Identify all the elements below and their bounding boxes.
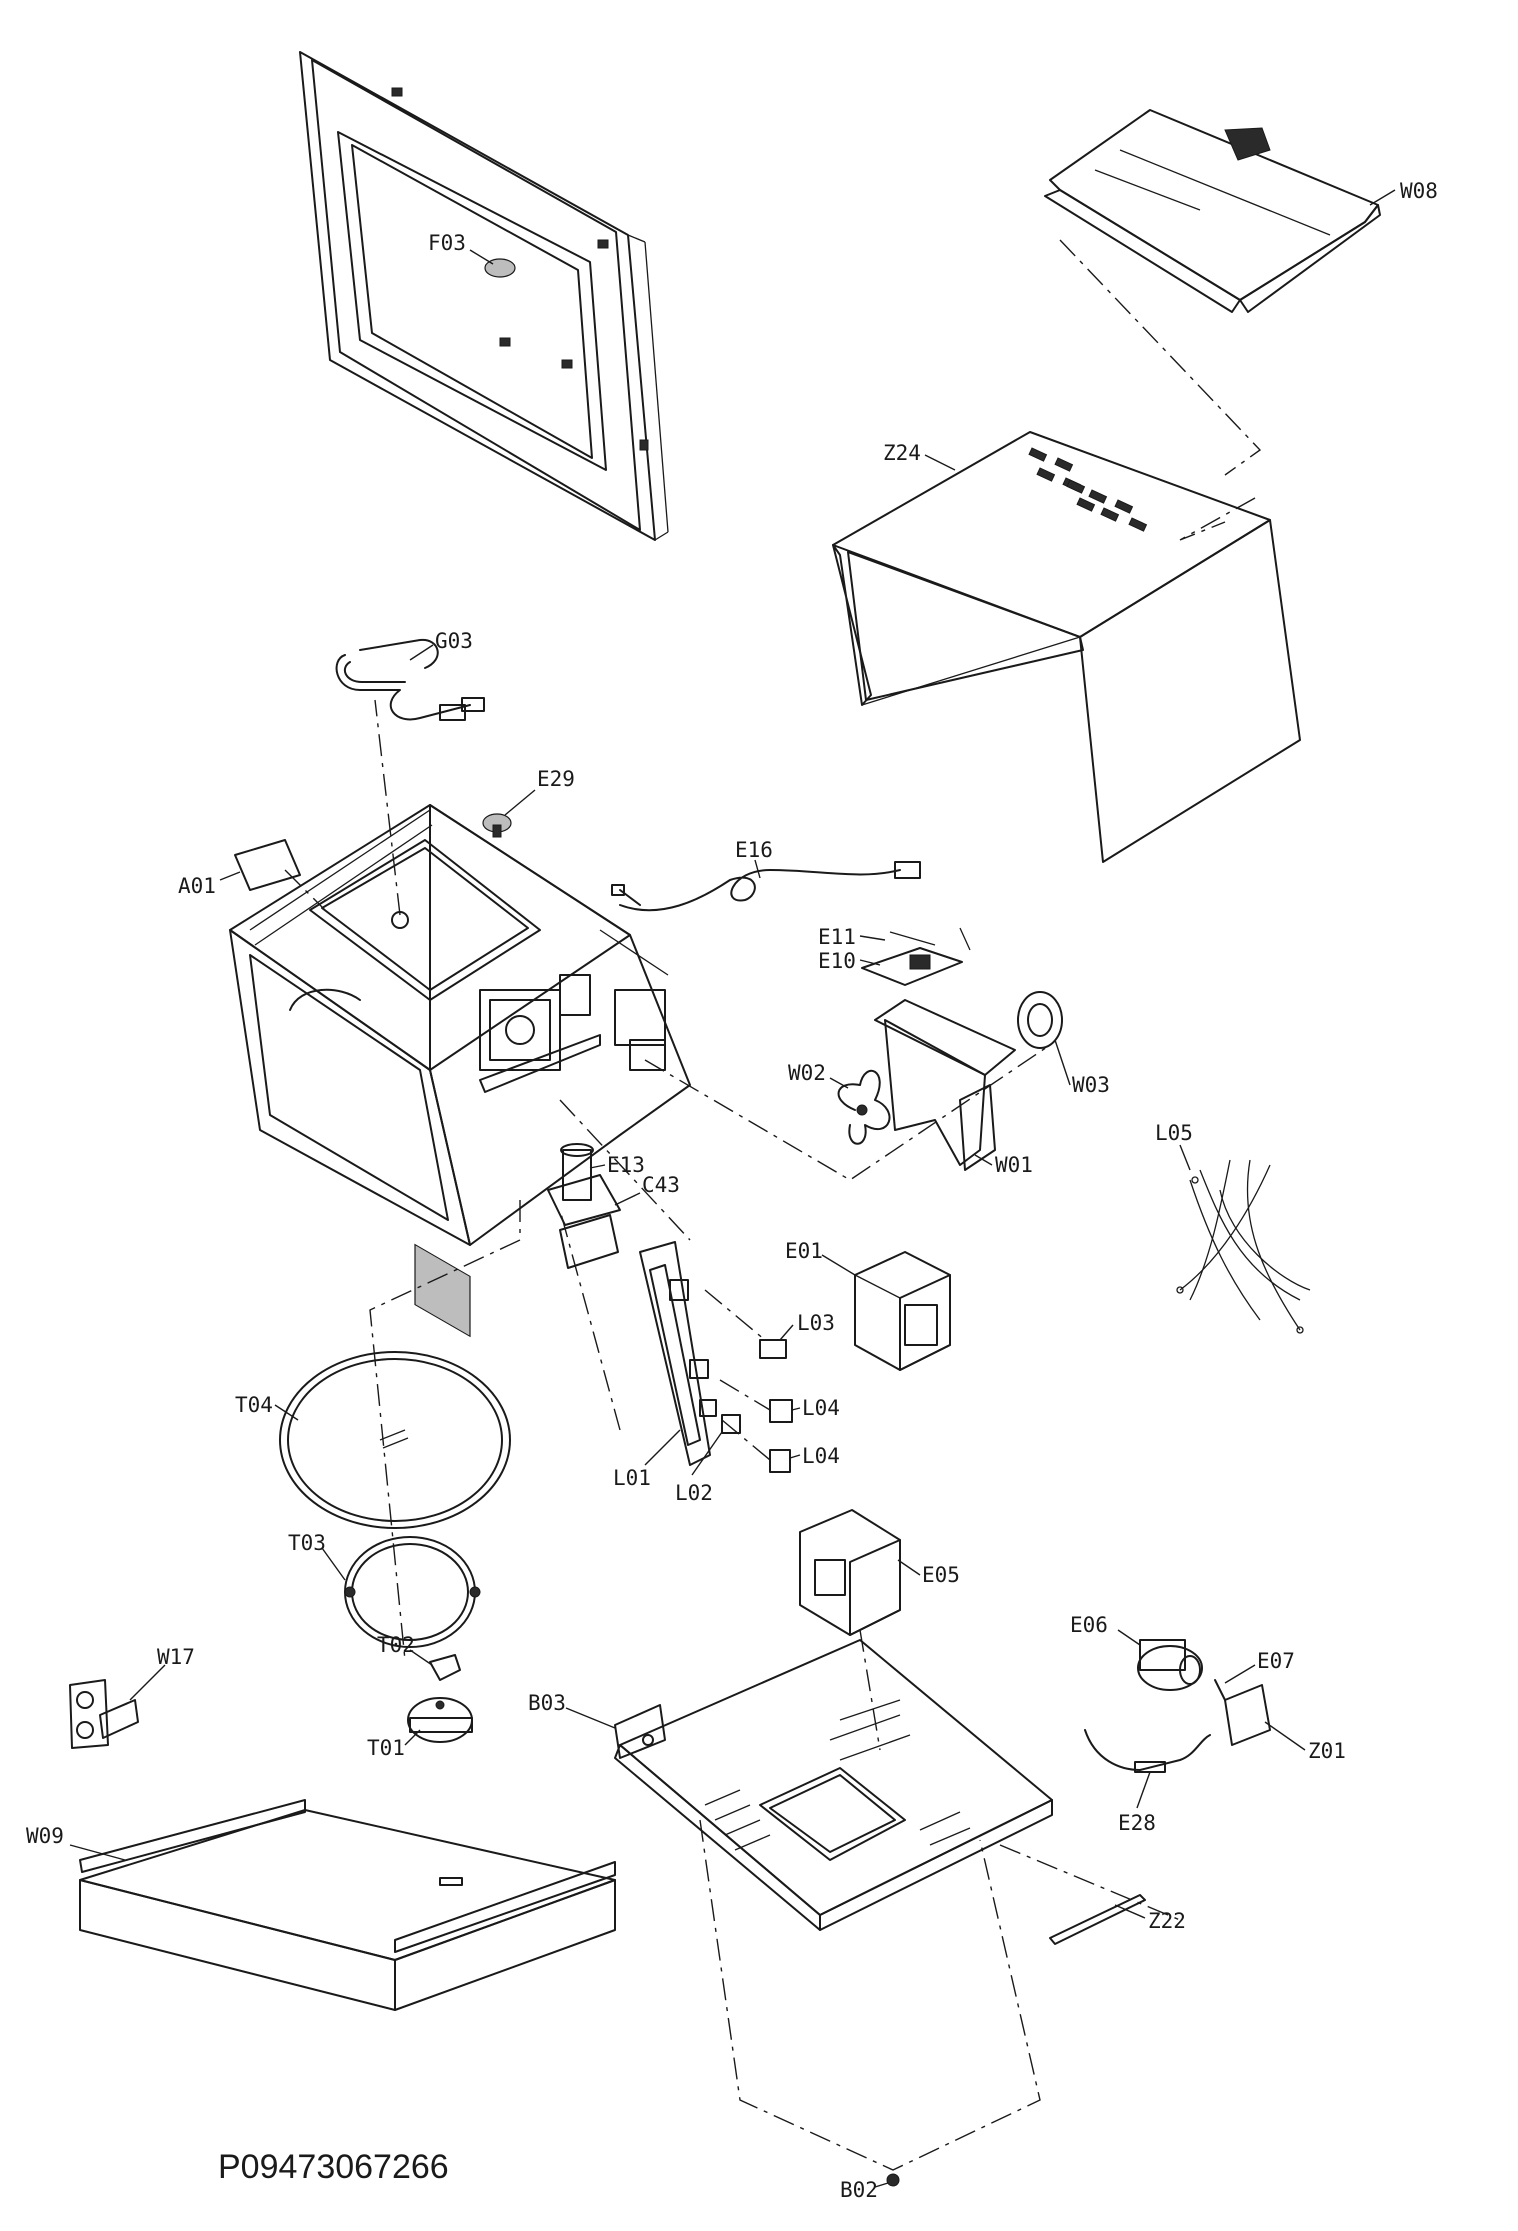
label-e01: E01	[785, 1239, 823, 1263]
seal-strip	[1049, 1894, 1146, 1945]
fuse-holder	[1084, 1729, 1211, 1773]
hv-diode	[1137, 1639, 1203, 1691]
top-cover	[1044, 109, 1381, 313]
capacitor-bracket	[1214, 1679, 1271, 1746]
control-board	[861, 927, 971, 986]
label-e11: E11	[818, 925, 856, 949]
label-w08: W08	[1400, 179, 1438, 203]
transformer	[854, 1251, 951, 1371]
label-w03: W03	[1072, 1073, 1110, 1097]
oven-cavity	[229, 804, 691, 1338]
foot	[886, 2173, 900, 2187]
label-l05: L05	[1155, 1121, 1193, 1145]
part-labels: F03 W08 Z24 G03 E29 A01 E16 E11 E10 W02 …	[26, 179, 1438, 2202]
outer-cabinet	[832, 431, 1301, 863]
label-e13: E13	[607, 1153, 645, 1177]
label-l01: L01	[613, 1466, 651, 1490]
label-w02: W02	[788, 1061, 826, 1085]
document-number: P09473067266	[218, 2148, 449, 2186]
label-a01: A01	[178, 874, 216, 898]
label-e06: E06	[1070, 1613, 1108, 1637]
grill-heater	[335, 638, 485, 721]
label-e07: E07	[1257, 1649, 1295, 1673]
wire-harness	[1176, 1159, 1311, 1334]
label-g03: G03	[435, 629, 473, 653]
switch-l03	[759, 1339, 787, 1359]
label-z24: Z24	[883, 441, 921, 465]
coupler	[429, 1654, 461, 1681]
label-c43: C43	[642, 1173, 680, 1197]
base-plate	[614, 1639, 1053, 1931]
label-b03: B03	[528, 1691, 566, 1715]
switch-l02	[721, 1414, 741, 1434]
label-l04-b: L04	[802, 1444, 840, 1468]
label-e10: E10	[818, 949, 856, 973]
roller-ring	[344, 1536, 481, 1648]
fan-assembly	[837, 991, 1063, 1171]
label-e28: E28	[1118, 1811, 1156, 1835]
thermal-cutout	[482, 813, 512, 838]
power-cord	[611, 861, 921, 912]
grill-slots	[704, 1699, 971, 1851]
turntable-motor	[407, 1697, 473, 1743]
label-l04-a: L04	[802, 1396, 840, 1420]
label-z01: Z01	[1308, 1739, 1346, 1763]
label-t02: T02	[377, 1633, 415, 1657]
leader-lines	[69, 189, 1396, 2188]
glass-tray	[279, 1351, 511, 1529]
label-f03: F03	[428, 231, 466, 255]
label-e16: E16	[735, 838, 773, 862]
switch-l04-b	[769, 1449, 791, 1473]
label-w01: W01	[995, 1153, 1033, 1177]
mounting-plate	[79, 1799, 616, 2011]
switch-l04-a	[769, 1399, 793, 1423]
hinge	[69, 1679, 139, 1749]
vent-slots	[1028, 447, 1148, 532]
assembly-lines	[284, 239, 1262, 2171]
label-l02: L02	[675, 1481, 713, 1505]
label-l03: L03	[797, 1311, 835, 1335]
label-w09: W09	[26, 1824, 64, 1848]
waveguide-cover	[234, 839, 301, 891]
label-z22: Z22	[1148, 1909, 1186, 1933]
label-w17: W17	[157, 1645, 195, 1669]
interlock-bracket	[639, 1241, 717, 1466]
turntable-motor-mount	[547, 1143, 621, 1269]
hv-capacitor	[799, 1509, 901, 1636]
label-t03: T03	[288, 1531, 326, 1555]
label-e05: E05	[922, 1563, 960, 1587]
label-b02: B02	[840, 2178, 878, 2202]
label-t01: T01	[367, 1736, 405, 1760]
door-frame	[299, 51, 669, 541]
label-t04: T04	[235, 1393, 273, 1417]
label-e29: E29	[537, 767, 575, 791]
